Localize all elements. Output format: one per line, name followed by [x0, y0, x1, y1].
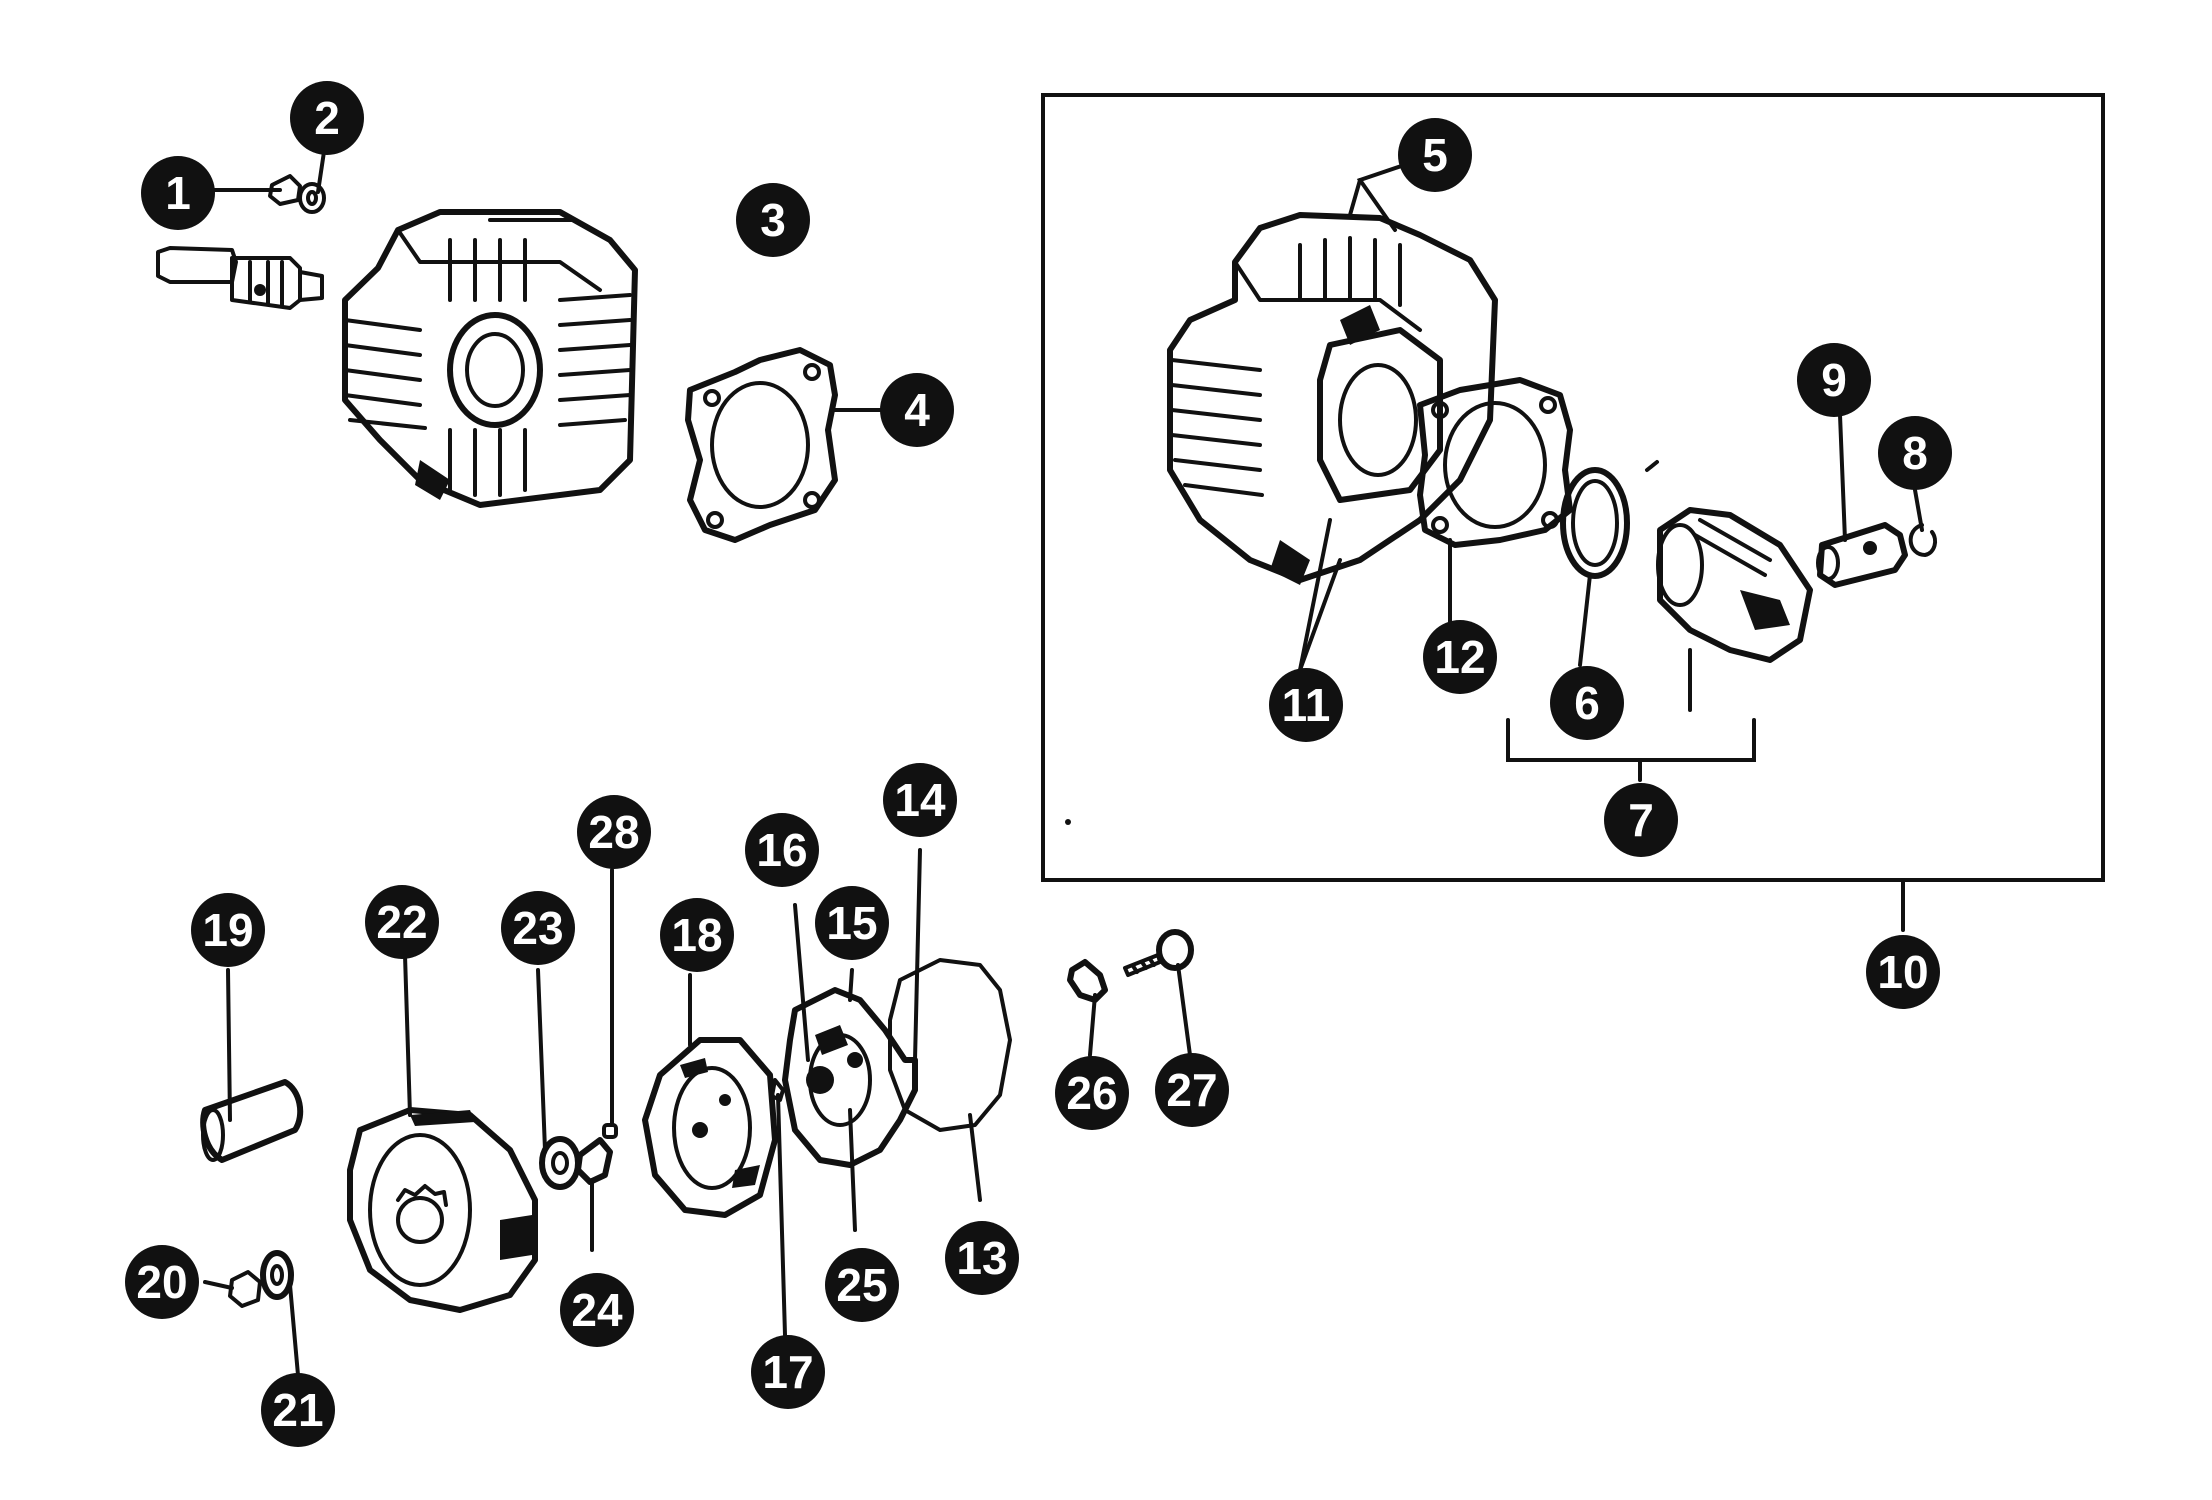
svg-text:12: 12: [1434, 631, 1485, 683]
svg-text:4: 4: [904, 384, 930, 436]
callout-18: 18: [660, 898, 734, 972]
washer-23-drawing: [539, 1136, 581, 1190]
svg-text:11: 11: [1282, 679, 1331, 731]
callout-26: 26: [1055, 1056, 1129, 1130]
callout-1: 1: [141, 156, 215, 230]
callout-7: 7: [1604, 783, 1678, 857]
nut-20-drawing: [228, 1270, 262, 1308]
svg-text:8: 8: [1902, 427, 1928, 479]
clutch-plate-drawing: [642, 1037, 778, 1218]
callout-9: 9: [1797, 343, 1871, 417]
washer-2-drawing: [298, 182, 326, 214]
svg-text:23: 23: [512, 902, 563, 954]
nut-26-drawing: [1067, 959, 1108, 1003]
svg-text:19: 19: [202, 904, 253, 956]
callout-16: 16: [745, 813, 819, 887]
svg-text:6: 6: [1574, 677, 1600, 729]
svg-text:3: 3: [760, 194, 786, 246]
svg-text:28: 28: [588, 806, 639, 858]
callout-13: 13: [945, 1221, 1019, 1295]
callout-27: 27: [1155, 1053, 1229, 1127]
svg-text:15: 15: [826, 897, 877, 949]
spark-plug-drawing: [156, 246, 324, 310]
callout-20: 20: [125, 1245, 199, 1319]
svg-text:27: 27: [1166, 1064, 1217, 1116]
svg-text:22: 22: [376, 896, 427, 948]
nut-1-drawing: [268, 174, 302, 206]
cylinder-head-drawing: [342, 209, 638, 508]
svg-text:7: 7: [1628, 794, 1654, 846]
svg-text:21: 21: [272, 1384, 323, 1436]
callout-17: 17: [751, 1335, 825, 1409]
svg-text:9: 9: [1821, 354, 1847, 406]
clutch-drum-drawing: [347, 1107, 538, 1313]
cylinder-drawing: [1167, 212, 1498, 585]
callout-19: 19: [191, 893, 265, 967]
svg-text:14: 14: [894, 774, 946, 826]
svg-text:13: 13: [956, 1232, 1007, 1284]
svg-text:1: 1: [165, 167, 191, 219]
head-gasket-drawing: [685, 347, 838, 543]
callout-15: 15: [815, 886, 889, 960]
svg-text:24: 24: [571, 1284, 623, 1336]
callout-6: 6: [1550, 666, 1624, 740]
screw-27-drawing: [1123, 929, 1194, 977]
svg-text:2: 2: [314, 92, 340, 144]
callout-23: 23: [501, 891, 575, 965]
assembly-frame: [1041, 93, 2105, 882]
piston-ring-drawing: [1560, 460, 1659, 579]
callout-11: 11: [1269, 668, 1343, 742]
svg-text:18: 18: [671, 909, 722, 961]
svg-text:5: 5: [1422, 129, 1448, 181]
washer-21-drawing: [260, 1250, 294, 1300]
svg-text:10: 10: [1877, 946, 1928, 998]
base-gasket-drawing: [1417, 377, 1573, 548]
callout-3: 3: [736, 183, 810, 257]
frame-dot: [1065, 819, 1071, 825]
key-24-drawing: [575, 1137, 613, 1185]
callout-4: 4: [880, 373, 954, 447]
callout-21: 21: [261, 1373, 335, 1447]
bushing-drawing: [200, 1079, 304, 1163]
callout-8: 8: [1878, 416, 1952, 490]
callout-24: 24: [560, 1273, 634, 1347]
callout-2: 2: [290, 81, 364, 155]
callout-10: 10: [1866, 935, 1940, 1009]
svg-text:25: 25: [836, 1259, 887, 1311]
pin-28-drawing: [602, 1123, 618, 1139]
piston-pin-drawing: [1816, 522, 1908, 588]
callout-22: 22: [365, 885, 439, 959]
svg-text:17: 17: [762, 1346, 813, 1398]
callout-5: 5: [1398, 118, 1472, 192]
callout-25: 25: [825, 1248, 899, 1322]
svg-text:26: 26: [1066, 1067, 1117, 1119]
callout-28: 28: [577, 795, 651, 869]
stator-plate-drawing: [782, 987, 918, 1168]
circlip-drawing: [1908, 523, 1938, 557]
piston-drawing: [1656, 507, 1813, 663]
callout-14: 14: [883, 763, 957, 837]
cover-gasket-drawing: [888, 958, 1012, 1132]
svg-text:20: 20: [136, 1256, 187, 1308]
svg-text:16: 16: [756, 824, 807, 876]
callout-12: 12: [1423, 620, 1497, 694]
